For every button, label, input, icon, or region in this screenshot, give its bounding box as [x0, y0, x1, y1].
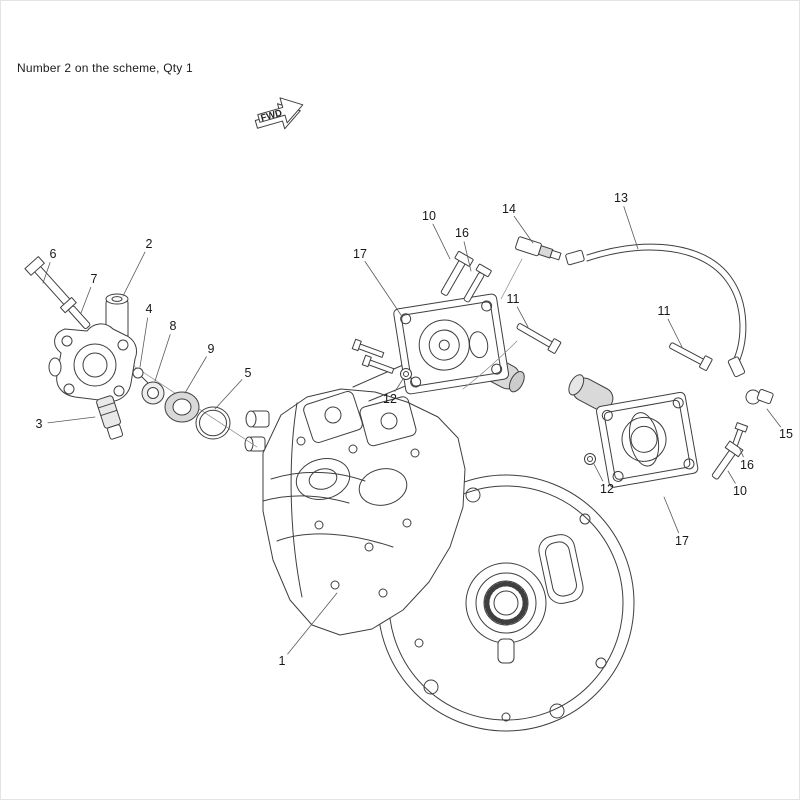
part-callout-9: 9: [208, 342, 215, 356]
callout-layer: 6 7 2 4 8 9 5 3 17 10 16 14 13 11 12 11 15 16 10 12 17 1: [36, 191, 793, 668]
fitting-15: [745, 389, 774, 405]
pump-assembly: [244, 356, 466, 636]
callout-leader: [184, 356, 207, 394]
part-callout-3: 3: [36, 417, 43, 431]
part-callout-4: 4: [146, 302, 153, 316]
sensor-14: [515, 236, 562, 261]
scheme-note: Number 2 on the scheme, Qty 1: [17, 61, 193, 75]
callout-leader: [663, 496, 679, 534]
bolt-16-left: [463, 263, 492, 303]
callout-leader: [432, 223, 451, 260]
callout-leader: [80, 287, 92, 314]
callout-leader: [122, 251, 146, 297]
part-callout-16: 16: [740, 458, 754, 472]
callout-leader: [593, 463, 604, 482]
callout-leader: [766, 408, 781, 428]
callout-leader: [513, 215, 534, 244]
valve-3-flange: [48, 323, 138, 402]
part-callout-2: 2: [146, 237, 153, 251]
sensor-mount-line: [500, 258, 523, 300]
bolt-10-right: [711, 440, 744, 480]
part-callout-7: 7: [91, 272, 98, 286]
plug-12-right: [584, 453, 596, 465]
callout-leader: [139, 317, 149, 368]
callout-leader: [516, 306, 529, 328]
part-callout-5: 5: [245, 366, 252, 380]
part-callout-17: 17: [675, 534, 689, 548]
callout-leader: [623, 206, 639, 250]
callout-leader: [364, 261, 402, 316]
part-callout-8: 8: [170, 319, 177, 333]
callout-leader: [47, 416, 96, 424]
valve-block-right: [596, 391, 699, 488]
part-callout-11: 11: [658, 304, 671, 318]
o-ring-5: [195, 406, 231, 440]
bolt-11-rod: [462, 340, 518, 390]
valve-3-body: [96, 395, 124, 440]
ring-9: [164, 391, 200, 423]
plug-12-left: [400, 368, 412, 380]
bolt-10-left: [440, 250, 474, 296]
callout-leader: [154, 334, 171, 382]
part-callout-11: 11: [507, 292, 520, 306]
part-callout-13: 13: [614, 191, 628, 205]
callout-leader: [738, 446, 744, 458]
part-callout-12: 12: [600, 482, 614, 496]
part-callout-14: 14: [502, 202, 516, 216]
mount-bolt: [361, 354, 395, 374]
part-callout-16: 16: [455, 226, 469, 240]
valve-block-left: [393, 293, 510, 395]
part-callout-1: 1: [279, 654, 286, 668]
part-callout-10: 10: [422, 209, 436, 223]
callout-leader: [214, 379, 243, 410]
callout-leader: [394, 378, 404, 392]
part-callout-15: 15: [779, 427, 793, 441]
callout-leader: [727, 470, 736, 484]
callout-leader: [463, 241, 472, 272]
bolt-11-left: [516, 323, 562, 354]
screw-7: [59, 296, 91, 330]
nut-8: [141, 381, 165, 405]
part-callout-17: 17: [353, 247, 367, 261]
callout-leader: [42, 262, 51, 284]
bolt-11-right: [669, 342, 713, 371]
pin-4: [132, 367, 150, 385]
part-callout-6: 6: [50, 247, 57, 261]
callout-leader: [287, 592, 338, 655]
mount-bolt: [351, 338, 385, 358]
hose-13: [565, 243, 747, 378]
fwd-arrow: FWD: [254, 97, 304, 130]
part-callout-10: 10: [733, 484, 747, 498]
callout-leader: [667, 318, 683, 348]
part-callout-12: 12: [383, 392, 397, 406]
